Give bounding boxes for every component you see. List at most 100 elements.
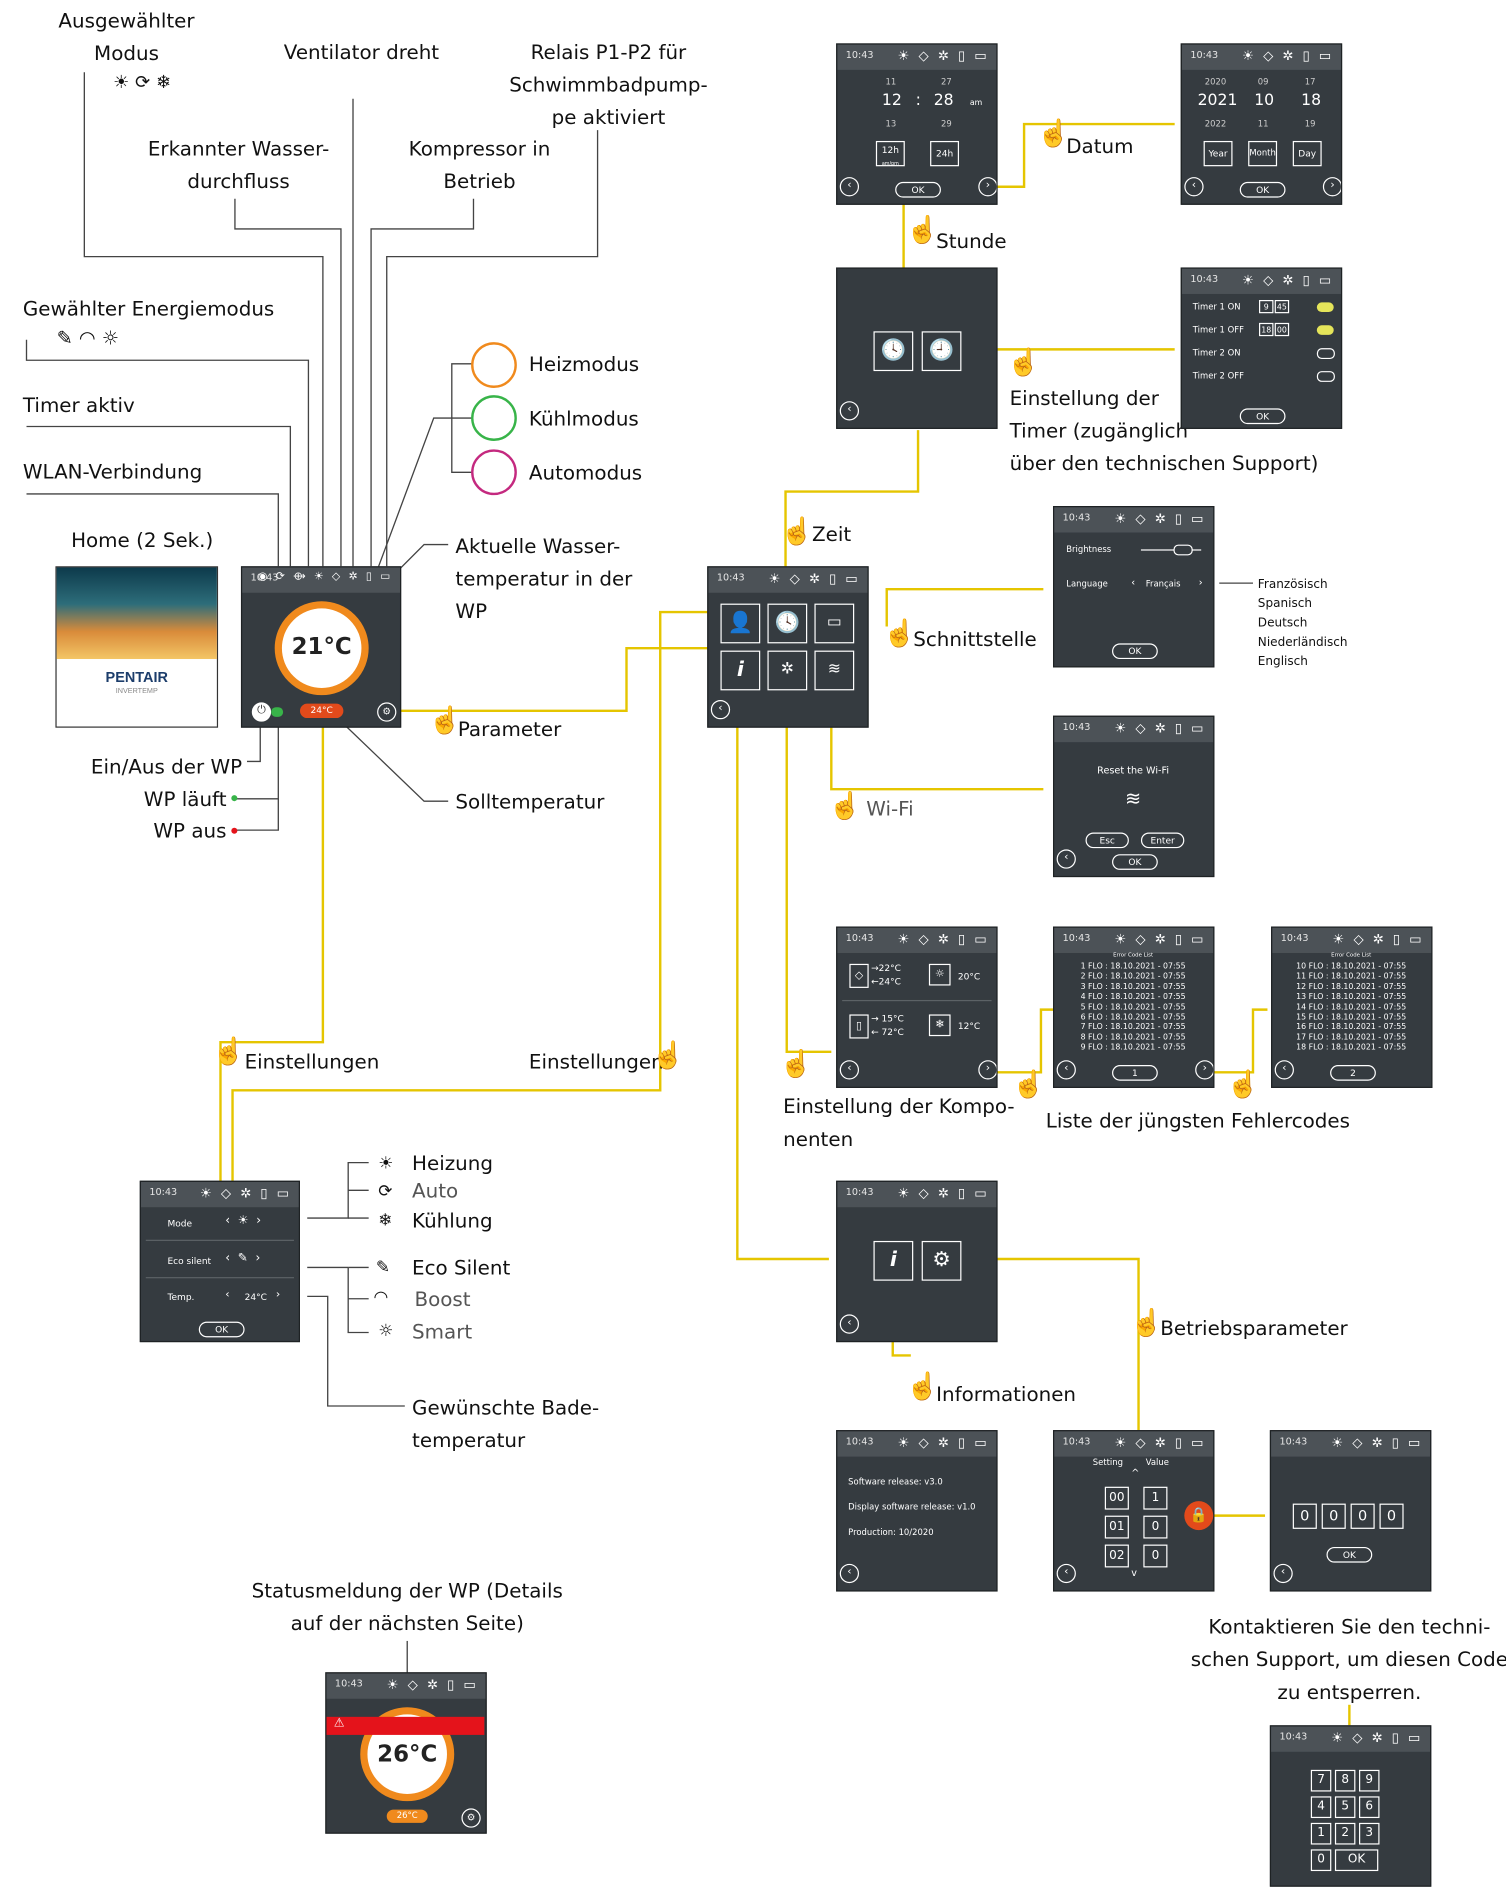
back-arrow[interactable]: ‹ <box>1274 1060 1294 1080</box>
set-temp-badge[interactable]: 24°C <box>299 703 344 719</box>
next-arrow[interactable]: › <box>1195 1060 1214 1080</box>
back-arrow[interactable]: ‹ <box>1273 1563 1293 1584</box>
next-arrow[interactable]: › <box>1322 177 1341 197</box>
value-cell[interactable]: 0 <box>1143 1544 1168 1568</box>
back-arrow[interactable]: ‹ <box>1184 177 1204 197</box>
code-digit[interactable]: 0 <box>1350 1503 1375 1529</box>
user-settings-tile[interactable]: 👤 <box>720 603 761 644</box>
keypad-key[interactable]: 9 <box>1359 1769 1380 1792</box>
keypad-key[interactable]: 2 <box>1334 1822 1356 1845</box>
value-cell[interactable]: 1 <box>1143 1486 1168 1510</box>
info-tile[interactable]: i <box>873 1240 914 1281</box>
label-stunde: Stunde <box>936 230 1007 254</box>
year-button[interactable]: Year <box>1203 140 1233 167</box>
keypad-key[interactable]: 1 <box>1310 1822 1332 1845</box>
keypad-key[interactable]: 5 <box>1334 1796 1356 1819</box>
back-arrow[interactable]: ‹ <box>1056 1060 1076 1080</box>
eco-selector[interactable]: ‹ ✎ › <box>225 1251 261 1266</box>
keypad-key[interactable]: 6 <box>1359 1796 1380 1819</box>
esc-button[interactable]: Esc <box>1085 832 1129 849</box>
month-value[interactable]: 10 <box>1254 91 1275 110</box>
back-arrow[interactable]: ‹ <box>839 177 860 197</box>
24h-button[interactable]: 24h <box>930 140 960 167</box>
settings-gear-button[interactable]: ⚙ <box>377 702 397 722</box>
info-tile[interactable]: i <box>720 650 761 691</box>
day-button[interactable]: Day <box>1292 140 1322 167</box>
page-button-1[interactable]: 1 <box>1112 1065 1158 1081</box>
pentair-home-image[interactable]: PENTAIR INVERTEMP <box>55 566 219 728</box>
min-next: 29 <box>940 119 952 129</box>
keypad-key[interactable]: 8 <box>1334 1769 1356 1792</box>
down-arrow[interactable]: v <box>1131 1567 1138 1579</box>
timer1-on-hour[interactable]: 9 <box>1259 299 1274 314</box>
language-value[interactable]: Français <box>1145 579 1181 590</box>
keypad-key[interactable]: 3 <box>1359 1822 1380 1845</box>
ok-button[interactable]: OK <box>1112 854 1158 870</box>
minute-value[interactable]: 28 <box>933 91 954 110</box>
timer2-on-toggle[interactable] <box>1316 348 1335 360</box>
day-value[interactable]: 18 <box>1301 91 1322 110</box>
brightness-thumb[interactable] <box>1173 544 1193 556</box>
settings-gear-button[interactable]: ⚙ <box>461 1808 481 1828</box>
day-prev: 17 <box>1304 77 1316 87</box>
keypad-key[interactable]: 0 <box>1310 1849 1332 1872</box>
hour-value[interactable]: 12 <box>881 91 902 110</box>
components-tile[interactable]: ✲ <box>767 650 808 691</box>
month-button[interactable]: Month <box>1248 140 1278 167</box>
keypad-key[interactable]: 7 <box>1310 1769 1332 1792</box>
back-arrow[interactable]: ‹ <box>839 1314 860 1334</box>
brightness-slider[interactable] <box>1140 549 1202 551</box>
up-arrow[interactable]: ^ <box>1131 1467 1140 1479</box>
next-arrow[interactable]: › <box>978 1060 997 1080</box>
ok-button[interactable]: OK <box>1239 181 1286 198</box>
code-digit[interactable]: 0 <box>1379 1503 1404 1529</box>
mode-selector[interactable]: ‹ ☀ › <box>225 1214 262 1228</box>
code-digit[interactable]: 0 <box>1292 1503 1317 1529</box>
year-prev: 2020 <box>1204 77 1227 87</box>
keypad-key[interactable]: OK <box>1334 1849 1379 1872</box>
power-button[interactable]: ⏻ <box>251 702 272 722</box>
error-row: 16 FLO : 18.10.2021 - 07:55 <box>1296 1022 1407 1032</box>
ok-button[interactable]: OK <box>1326 1546 1373 1563</box>
setting-cell[interactable]: 01 <box>1104 1515 1129 1539</box>
gear-tile[interactable]: ⚙ <box>921 1240 962 1281</box>
ok-button[interactable]: OK <box>895 181 941 198</box>
timer-tile[interactable]: 🕘 <box>921 331 962 372</box>
enter-button[interactable]: Enter <box>1140 832 1185 849</box>
year-value[interactable]: 2021 <box>1197 91 1238 110</box>
temp-value[interactable]: 24°C <box>244 1291 267 1303</box>
ok-button[interactable]: OK <box>198 1321 245 1338</box>
keypad-key[interactable]: 4 <box>1310 1796 1332 1819</box>
set-temp-badge[interactable]: 26°C <box>386 1809 428 1823</box>
back-arrow[interactable]: ‹ <box>839 401 860 421</box>
setting-cell[interactable]: 02 <box>1104 1544 1129 1568</box>
ok-button[interactable]: OK <box>1112 643 1158 660</box>
alarm-bar[interactable] <box>326 1716 485 1735</box>
back-arrow[interactable]: ‹ <box>839 1060 860 1080</box>
setting-cell[interactable]: 00 <box>1104 1486 1129 1510</box>
value-cell[interactable]: 0 <box>1143 1515 1168 1539</box>
wifi-tile[interactable]: ≋ <box>814 650 855 691</box>
timer2-off-toggle[interactable] <box>1316 371 1335 382</box>
production: Production: 10/2020 <box>848 1527 934 1538</box>
page-button-2[interactable]: 2 <box>1330 1065 1376 1081</box>
lock-icon[interactable]: 🔒 <box>1184 1501 1214 1531</box>
timer1-off-min[interactable]: 00 <box>1274 322 1290 337</box>
status-time: 10:43 <box>845 49 874 61</box>
next-arrow[interactable]: › <box>978 177 997 197</box>
clock-tile[interactable]: 🕓 <box>767 603 808 644</box>
ok-button[interactable]: OK <box>1239 408 1286 425</box>
timer1-on-toggle[interactable] <box>1316 302 1334 313</box>
timer1-off-toggle[interactable] <box>1316 325 1334 335</box>
back-arrow[interactable]: ‹ <box>1056 849 1076 869</box>
timer1-on-min[interactable]: 45 <box>1274 299 1290 314</box>
code-digit[interactable]: 0 <box>1321 1503 1346 1529</box>
interface-tile[interactable]: ▭ <box>814 603 855 644</box>
timer1-off-hour[interactable]: 18 <box>1259 322 1274 337</box>
back-arrow[interactable]: ‹ <box>1056 1563 1076 1584</box>
back-arrow[interactable]: ‹ <box>710 699 731 720</box>
run-led <box>271 707 284 717</box>
back-arrow[interactable]: ‹ <box>839 1563 860 1584</box>
clock-tile[interactable]: 🕓 <box>873 331 914 372</box>
